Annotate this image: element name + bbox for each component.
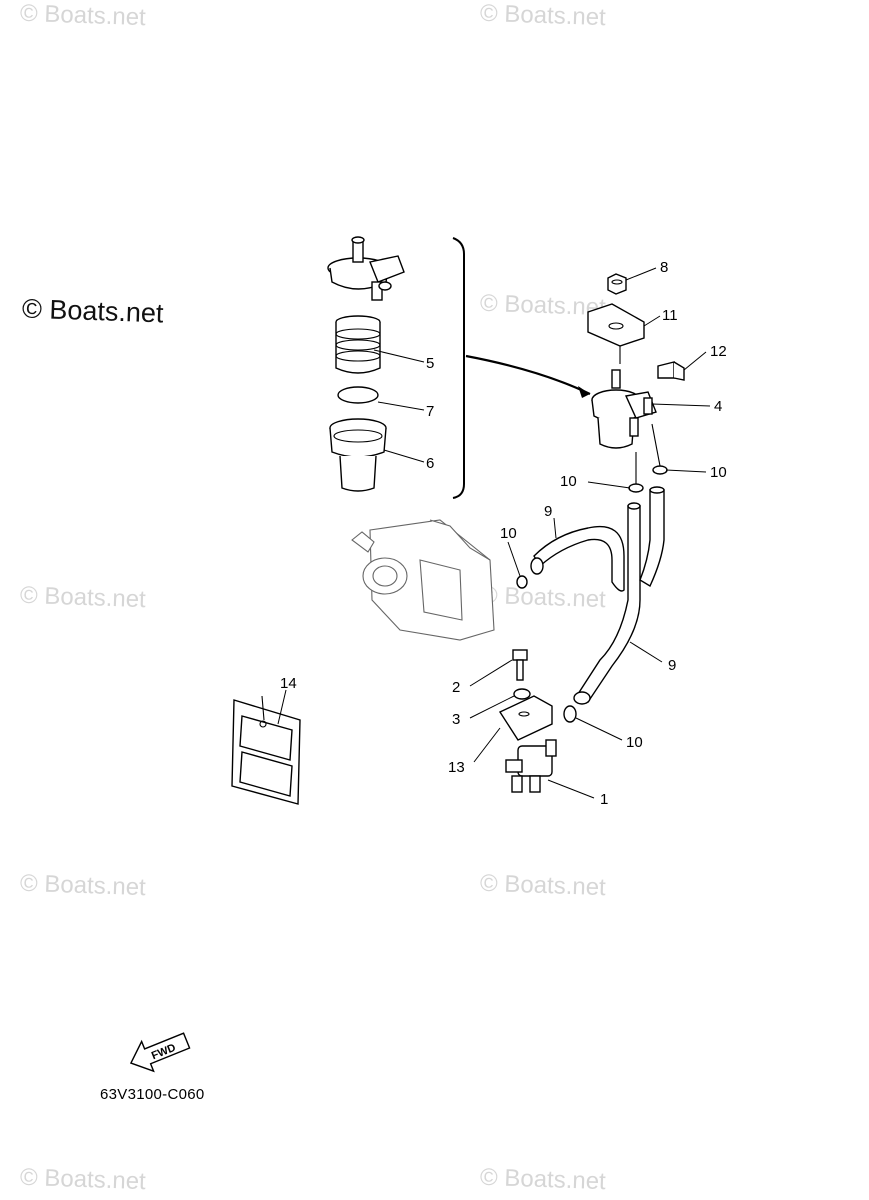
callout-10: 10	[500, 525, 517, 542]
callout-9: 9	[668, 657, 676, 674]
fuel-hose-9-lower	[573, 486, 665, 705]
callout-11: 11	[662, 307, 678, 324]
callout-10: 10	[560, 473, 577, 490]
callout-14: 14	[280, 675, 297, 692]
carburetor-reference	[351, 519, 495, 641]
caution-label-14	[231, 695, 301, 805]
assembly-arrow	[465, 354, 591, 395]
callout-1: 1	[600, 791, 608, 808]
fuel-joint-1	[505, 739, 557, 793]
fwd-arrow-icon: FWD	[129, 1032, 191, 1073]
callout-10: 10	[626, 734, 643, 751]
callout-8: 8	[660, 259, 668, 276]
callout-6: 6	[426, 455, 434, 472]
callout-5: 5	[426, 355, 434, 372]
hose-clip-10	[628, 483, 644, 493]
fuel-filter-cap-exploded	[327, 236, 405, 301]
filter-cup-6	[329, 418, 387, 492]
callout-10: 10	[710, 464, 727, 481]
hose-clip-10	[652, 465, 668, 475]
callout-2: 2	[452, 679, 460, 696]
callout-4: 4	[714, 398, 722, 415]
callout-3: 3	[452, 711, 460, 728]
callout-9: 9	[544, 503, 552, 520]
filter-element-5	[335, 315, 381, 374]
callout-13: 13	[448, 759, 465, 776]
screw-2	[512, 649, 528, 681]
nut-8	[607, 273, 627, 295]
callout-labels: 5 7 6 8 11 12 4 10 10 9 10 9 10 2 3 13 1…	[280, 259, 727, 808]
filter-bracket-11	[587, 303, 645, 364]
drawing-code: 63V3100-C060	[100, 1086, 205, 1103]
hose-clip-10	[516, 575, 528, 589]
leader-lines	[277, 267, 711, 799]
washer-3	[513, 688, 531, 700]
o-ring-7	[337, 386, 379, 404]
exploded-view-bracket	[452, 237, 465, 499]
assembly-arrow-head	[578, 386, 590, 398]
callout-12: 12	[710, 343, 727, 360]
bracket-13	[498, 695, 553, 741]
fuel-filter-assembly-4	[591, 369, 657, 449]
bolt-12	[657, 361, 685, 381]
hose-clip-10	[563, 705, 577, 723]
fuel-hose-9-upper	[530, 525, 625, 592]
callout-7: 7	[426, 403, 434, 420]
